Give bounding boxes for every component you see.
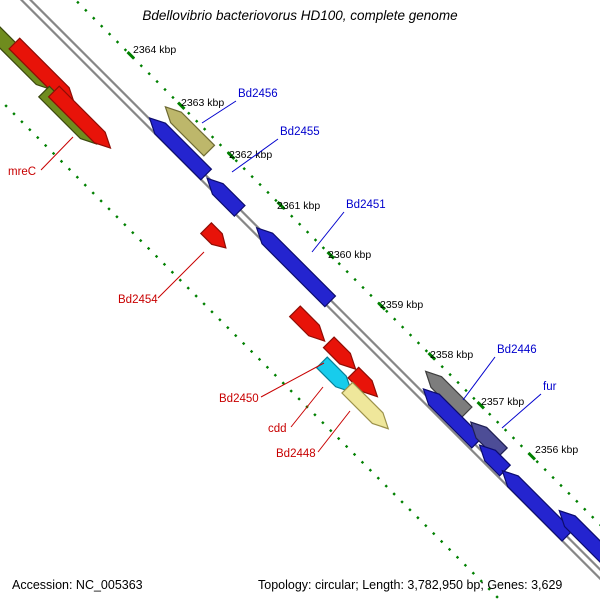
- ruler-label: 2360 kbp: [328, 249, 371, 261]
- label-leader-Bd2451: [311, 211, 345, 253]
- ruler-tick: [476, 400, 486, 410]
- ruler-label: 2364 kbp: [133, 44, 176, 56]
- gene-arrow-red-b: [288, 305, 326, 343]
- status-info: Topology: circular; Length: 3,782,950 bp…: [258, 578, 563, 592]
- label-leader-Bd2448: [317, 410, 351, 453]
- gene-label-Bd2454: Bd2454: [118, 294, 158, 306]
- ruler-label: 2359 kbp: [380, 299, 423, 311]
- ruler-tick: [427, 351, 437, 361]
- gene-label-fur: fur: [543, 381, 557, 393]
- label-leader-cdd: [290, 386, 324, 428]
- gene-arrow-red-c: [347, 366, 379, 398]
- gene-label-cdd: cdd: [268, 423, 287, 435]
- gene-arrow-Bd2446: [422, 387, 484, 449]
- gene-arrow-khaki-1: [164, 105, 216, 157]
- label-leader-Bd2454: [157, 251, 205, 299]
- ruler-label: 2363 kbp: [181, 97, 224, 109]
- gene-arrow-blue-b2: [558, 509, 600, 577]
- status-accession: Accession: NC_005363: [12, 578, 143, 592]
- gene-label-mreC: mreC: [8, 166, 36, 178]
- ruler-label: 2362 kbp: [229, 149, 272, 161]
- gene-arrow-gray-1: [424, 370, 473, 419]
- gene-label-Bd2451: Bd2451: [346, 199, 386, 211]
- gene-arrow-Bd2456: [148, 116, 213, 181]
- ruler-label: 2357 kbp: [481, 396, 524, 408]
- gene-arrow-blue-b1: [501, 469, 574, 542]
- ruler-label: 2358 kbp: [430, 349, 473, 361]
- label-leader-Bd2446: [462, 356, 496, 401]
- map-title: Bdellovibrio bacteriovorus HD100, comple…: [142, 8, 458, 23]
- gene-arrow-blue-s1: [478, 444, 512, 477]
- ruler-label: 2356 kbp: [535, 444, 578, 456]
- ruler-tick: [176, 101, 186, 111]
- gene-label-Bd2448: Bd2448: [276, 448, 316, 460]
- gene-label-Bd2450: Bd2450: [219, 393, 259, 405]
- gene-label-Bd2456: Bd2456: [238, 88, 278, 100]
- gene-arrow-Bd2448: [341, 381, 390, 430]
- gene-label-Bd2455: Bd2455: [280, 126, 320, 138]
- gene-arrow-Bd2451: [255, 226, 337, 308]
- label-leader-Bd2455: [231, 138, 279, 173]
- ruler-tick: [226, 151, 236, 161]
- gene-label-Bd2446: Bd2446: [497, 344, 537, 356]
- ruler-tick: [126, 50, 136, 60]
- ruler-tick: [377, 301, 387, 311]
- label-leader-Bd2450: [260, 362, 325, 398]
- label-leader-Bd2456: [201, 100, 237, 124]
- gene-arrow-Bd2450: [322, 336, 357, 371]
- label-leader-mreC: [40, 136, 74, 171]
- ruler-tick: [527, 451, 537, 461]
- ruler-label: 2361 kbp: [277, 200, 320, 212]
- gene-arrow-Bd2455: [206, 177, 246, 218]
- ruler-tick: [276, 200, 286, 210]
- gene-arrow-Bd2454: [199, 221, 227, 249]
- label-leader-fur: [501, 393, 542, 429]
- gene-arrow-mreC: [47, 85, 112, 150]
- ruler-tick: [326, 250, 336, 260]
